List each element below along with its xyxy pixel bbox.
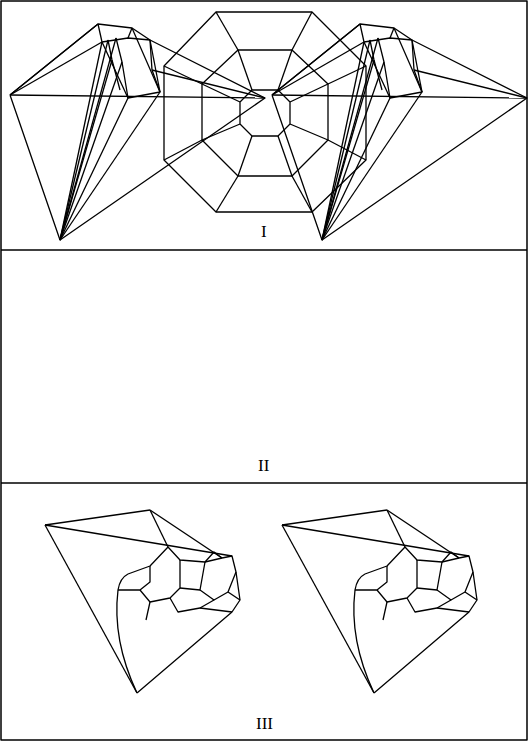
- stereo-figure-left: [45, 510, 240, 693]
- panel-numeral: II: [255, 457, 272, 476]
- panel-divider: [1, 482, 527, 484]
- stereo-figure-left: [10, 24, 265, 240]
- stereo-figure-right: [282, 510, 477, 693]
- panel-divider: [1, 249, 527, 251]
- panel-numeral: III: [253, 715, 276, 734]
- panel-numeral: I: [258, 223, 270, 242]
- stereo-figure-right: [272, 24, 527, 240]
